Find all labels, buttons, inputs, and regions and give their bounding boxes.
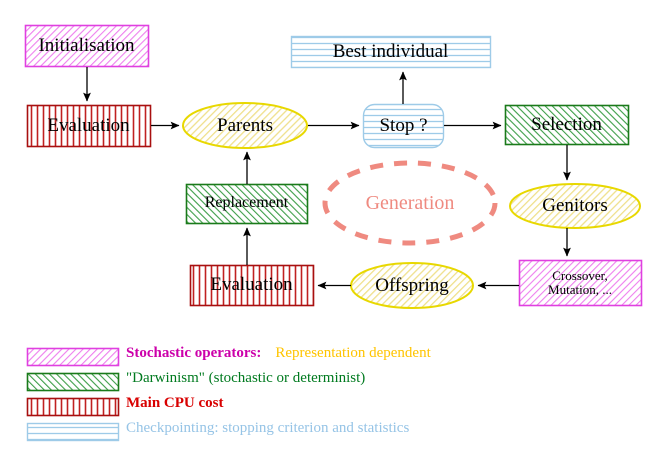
node-label-generation: Generation <box>365 191 455 214</box>
node-genitors[interactable] <box>509 183 641 229</box>
legend-text-cpu-cost: Main CPU cost <box>126 395 224 411</box>
legend-swatch-cpu <box>26 397 120 417</box>
node-selection[interactable] <box>504 104 630 146</box>
node-offspring[interactable] <box>350 262 474 309</box>
legend-swatch-stochastic <box>26 347 120 367</box>
node-crossover-mutation[interactable] <box>518 259 643 307</box>
node-generation <box>322 160 498 246</box>
node-evaluation-bottom[interactable] <box>189 264 315 307</box>
node-parents[interactable] <box>182 102 308 149</box>
legend-swatch-darwinism <box>26 372 120 392</box>
legend-text-darwinism: "Darwinism" (stochastic or determinist) <box>126 370 366 386</box>
node-best-individual[interactable] <box>290 35 492 69</box>
node-replacement[interactable] <box>185 183 309 225</box>
legend-text-stochastic-operators: Stochastic operators: <box>126 345 262 361</box>
legend-row-darwinism: "Darwinism" (stochastic or determinist) <box>126 370 365 387</box>
legend-swatch-checkpointing <box>26 422 120 442</box>
node-evaluation-top[interactable] <box>26 104 152 148</box>
legend-text-checkpointing: Checkpointing: stopping criterion and st… <box>126 420 410 436</box>
node-stop[interactable] <box>362 103 445 149</box>
node-initialisation[interactable] <box>24 24 150 68</box>
legend-row-checkpointing: Checkpointing: stopping criterion and st… <box>126 420 409 437</box>
legend-text-representation-dependent: Representation dependent <box>275 345 431 361</box>
legend-row-cpu-cost: Main CPU cost <box>126 395 224 412</box>
legend-row-stochastic: Stochastic operators: Representation depe… <box>126 345 431 362</box>
